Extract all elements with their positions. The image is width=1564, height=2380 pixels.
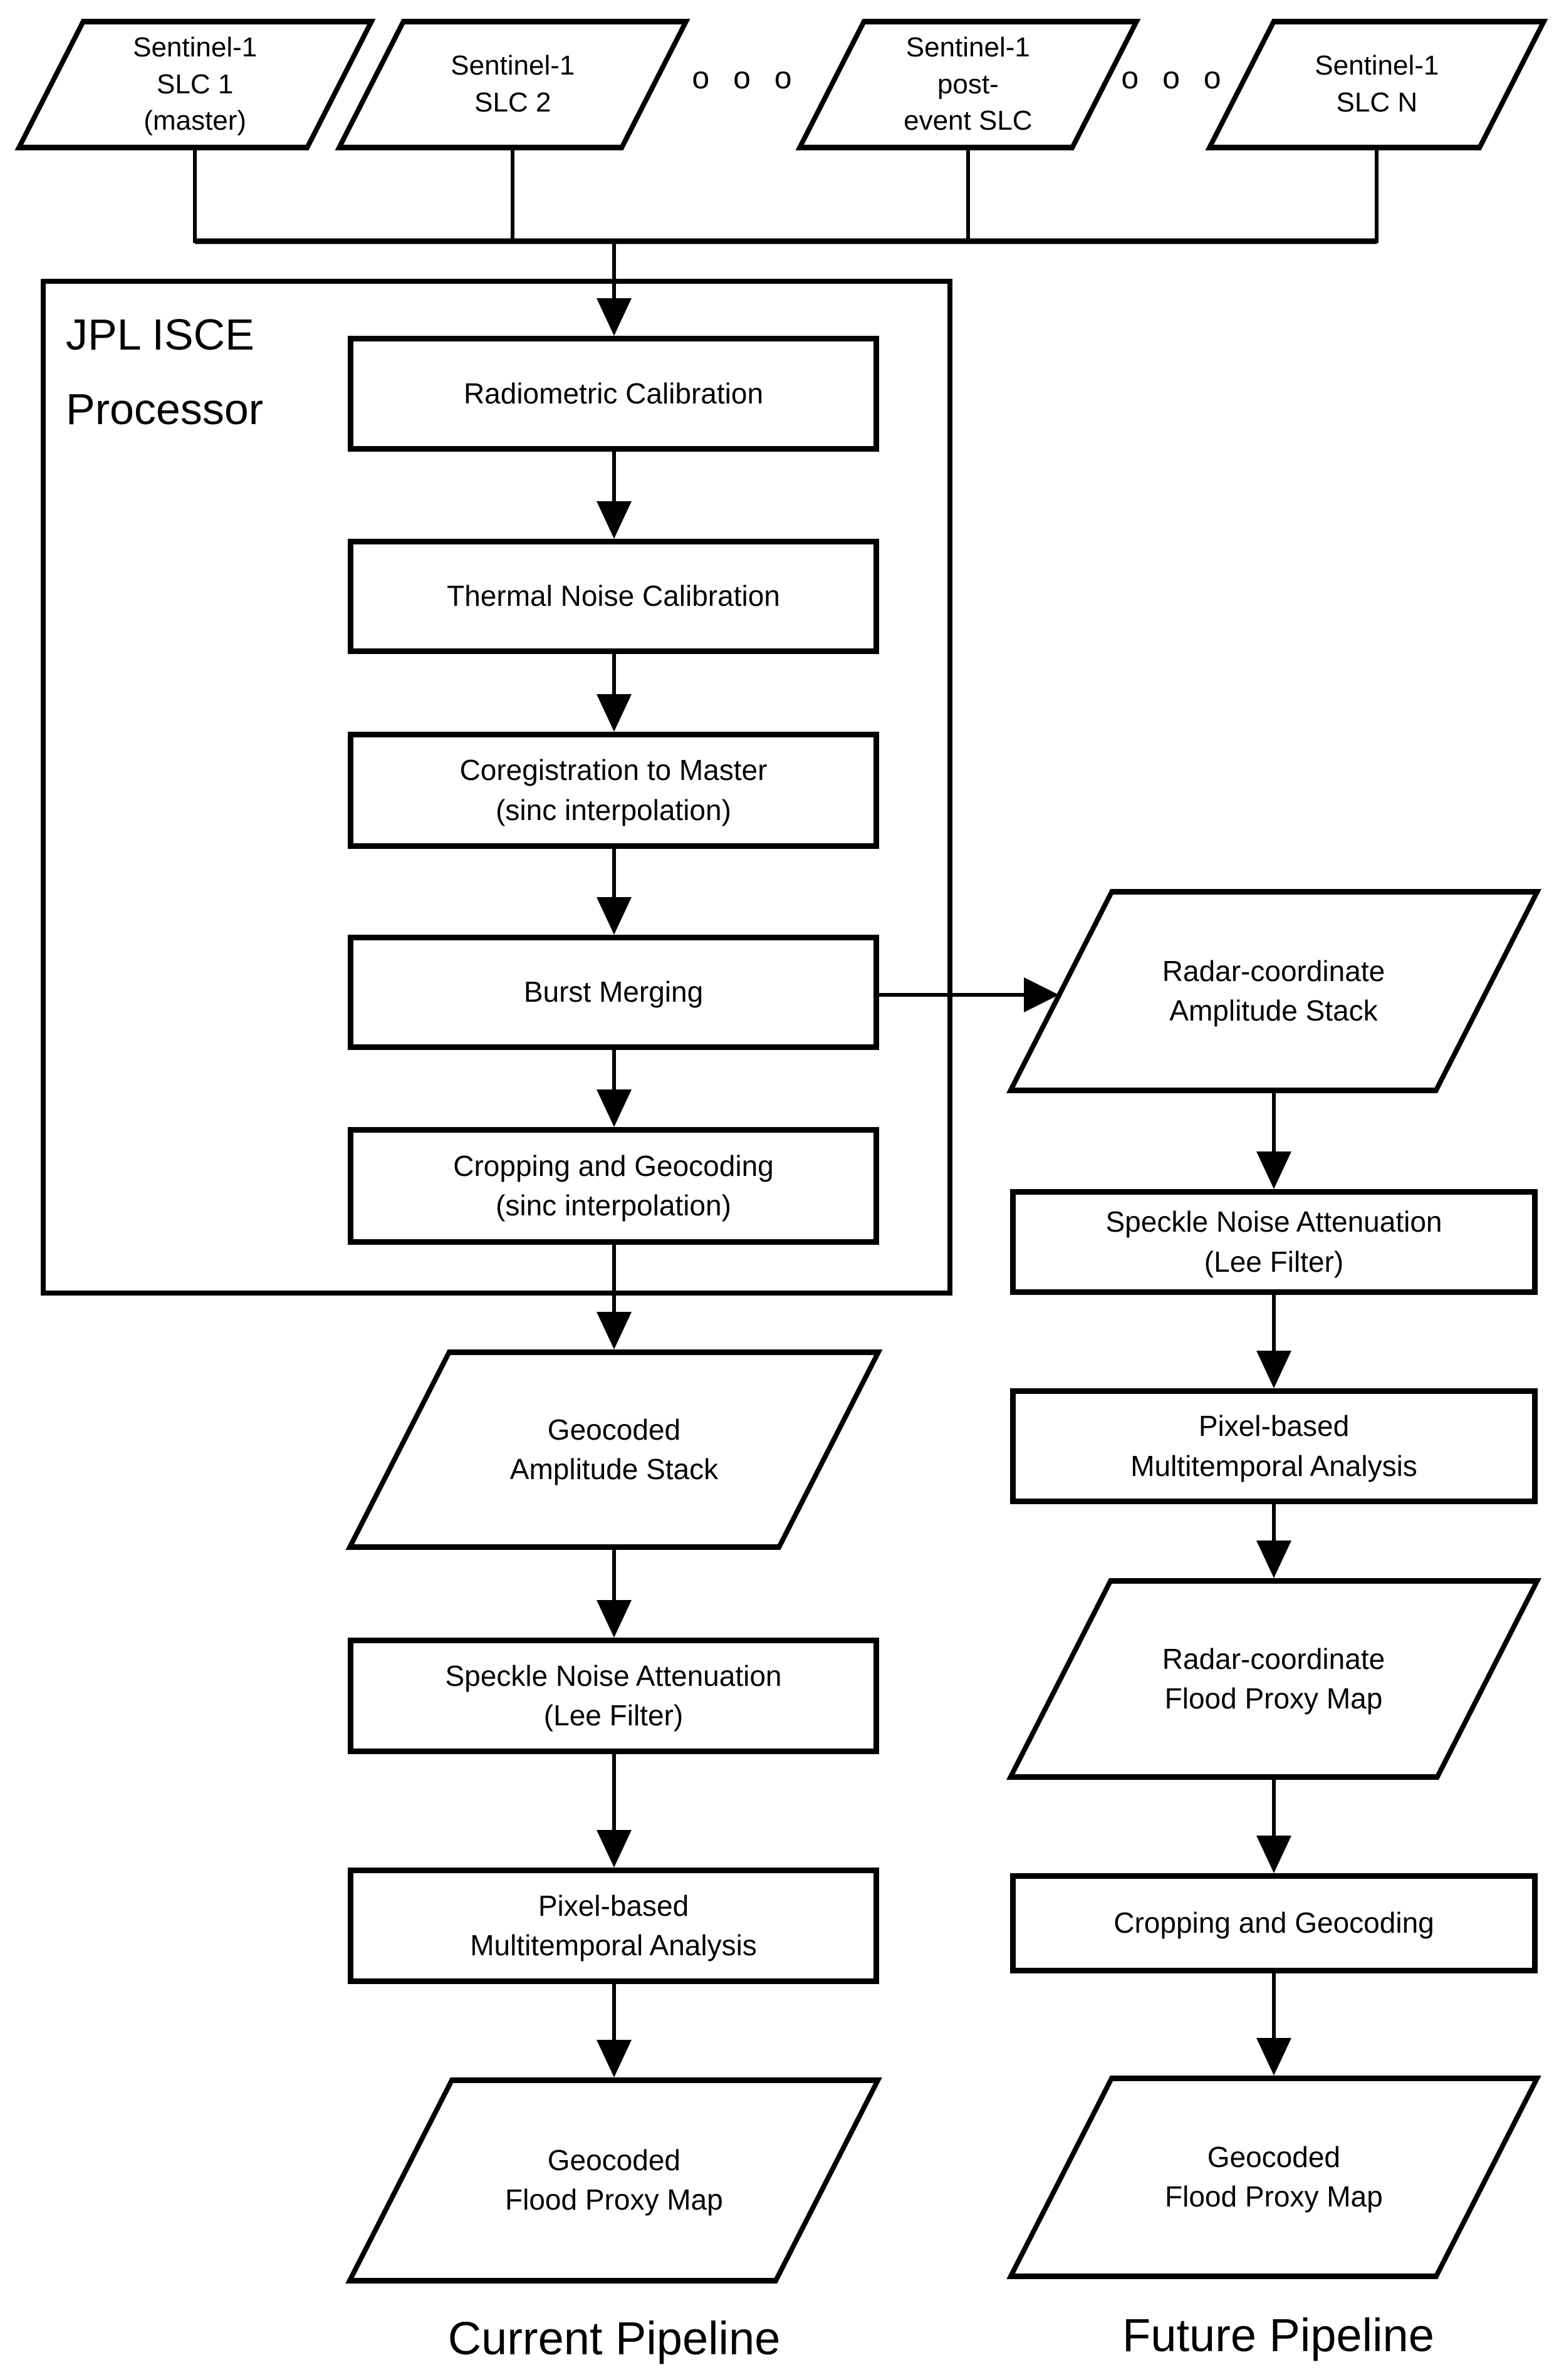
process-label: Speckle Noise Attenuation (Lee Filter) [445, 1659, 782, 1732]
arrowhead-burst [597, 897, 632, 935]
arrowhead-speckle-r [1256, 1151, 1291, 1189]
data-label: Radar-coordinate Amplitude Stack [1162, 954, 1385, 1027]
process-radiometric-calibration: Radiometric Calibration [348, 336, 879, 452]
input-post-event-label: Sentinel-1 post- event SLC [904, 32, 1033, 137]
arrowhead-geofpm-l [597, 2040, 632, 2077]
arrowhead-radiometric [597, 298, 632, 336]
arrowhead-geofpm-r [1256, 2038, 1291, 2076]
process-label: Pixel-based Multitemporal Analysis [1130, 1410, 1417, 1482]
process-label: Coregistration to Master (sinc interpola… [459, 754, 768, 826]
isce-processor-container [41, 279, 952, 1296]
process-label: Thermal Noise Calibration [447, 579, 780, 613]
caption-future-pipeline: Future Pipeline [1122, 2309, 1434, 2361]
caption-current-pipeline: Current Pipeline [447, 2312, 781, 2364]
arrowhead-radar-fpm [1256, 1541, 1291, 1578]
process-label: Speckle Noise Attenuation (Lee Filter) [1105, 1205, 1442, 1278]
input-slcn-label: Sentinel-1 SLC N [1314, 50, 1439, 118]
process-label: Cropping and Geocoding [1113, 1906, 1434, 1940]
data-label: Geocoded Amplitude Stack [509, 1413, 719, 1485]
input-slc2-label: Sentinel-1 SLC 2 [450, 50, 575, 118]
arrowhead-cropping [597, 1089, 632, 1127]
process-pixel-multitemporal-future: Pixel-based Multitemporal Analysis [1010, 1388, 1538, 1504]
process-speckle-noise-attenuation-current: Speckle Noise Attenuation (Lee Filter) [348, 1638, 879, 1754]
data-label: Geocoded Flood Proxy Map [1165, 2141, 1383, 2213]
arrowhead-coregistration [597, 694, 632, 732]
ellipsis-dots-1: o o o [692, 60, 800, 95]
arrowhead-pixel-l [597, 1830, 632, 1868]
arrowhead-cropping-r [1256, 1836, 1291, 1873]
process-label: Radiometric Calibration [463, 377, 764, 410]
process-cropping-and-geocoding-future: Cropping and Geocoding [1010, 1873, 1538, 1973]
process-speckle-noise-attenuation-future: Speckle Noise Attenuation (Lee Filter) [1010, 1189, 1538, 1295]
process-coregistration-to-master: Coregistration to Master (sinc interpola… [348, 732, 879, 849]
ellipsis-dots-2: o o o [1121, 60, 1229, 95]
process-label: Burst Merging [523, 975, 704, 1009]
connector-lines [193, 150, 1379, 2042]
data-label: Radar-coordinate Flood Proxy Map [1162, 1642, 1385, 1715]
process-label: Cropping and Geocoding (sinc interpolati… [453, 1149, 774, 1222]
process-burst-merging: Burst Merging [348, 935, 879, 1050]
isce-processor-label: JPL ISCE Processor [66, 310, 264, 434]
arrowhead-speckle-l [597, 1600, 632, 1638]
arrowhead-amplitude-stack [597, 1312, 632, 1349]
arrowheads [597, 298, 1291, 2077]
process-cropping-and-geocoding: Cropping and Geocoding (sinc interpolati… [348, 1127, 879, 1245]
process-label: Pixel-based Multitemporal Analysis [470, 1889, 757, 1962]
arrowhead-thermal [597, 501, 632, 539]
data-label: Geocoded Flood Proxy Map [504, 2144, 723, 2216]
input-slc1-label: Sentinel-1 SLC 1 (master) [133, 32, 258, 137]
process-pixel-multitemporal-current: Pixel-based Multitemporal Analysis [348, 1868, 879, 1984]
arrowhead-pixel-r [1256, 1351, 1291, 1388]
arrowhead-radar-stack [1024, 977, 1059, 1012]
process-thermal-noise-calibration: Thermal Noise Calibration [348, 539, 879, 654]
